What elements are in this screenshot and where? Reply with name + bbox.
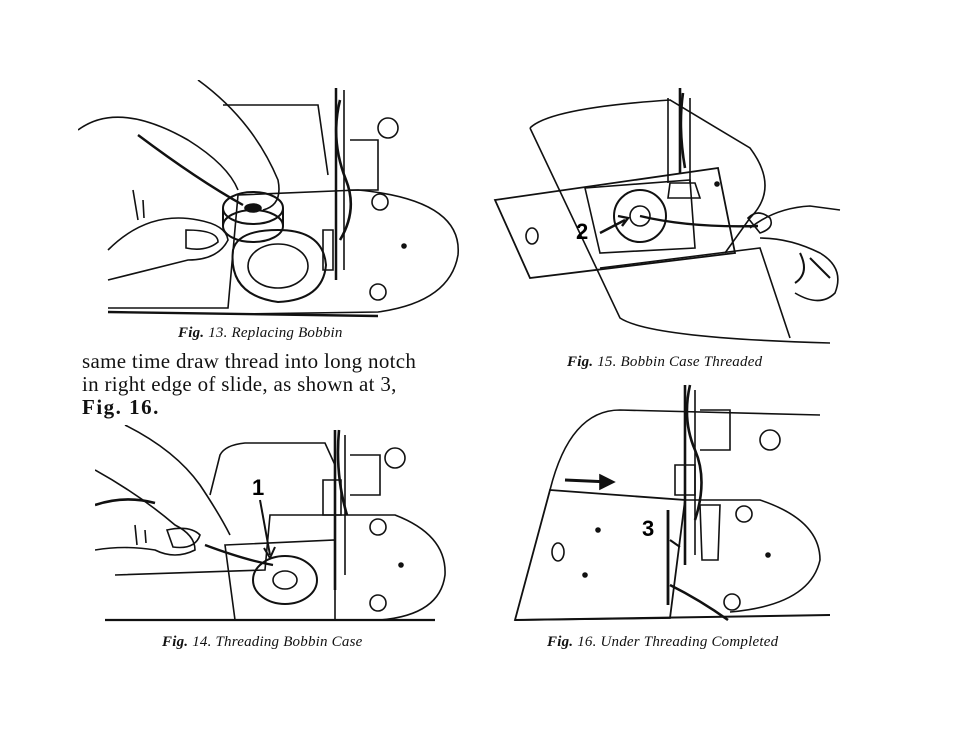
figure-16-callout: 3 <box>642 516 655 541</box>
figure-13-caption: Fig. 13. Replacing Bobbin <box>178 325 343 342</box>
figure-16-caption-prefix: Fig. <box>547 634 574 650</box>
figure-15-caption: Fig. 15. Bobbin Case Threaded <box>567 354 762 371</box>
figure-14-illustration <box>95 425 446 622</box>
figure-16-under-threading-completed <box>510 380 830 625</box>
figure-13-caption-title: Replacing Bobbin <box>231 325 343 341</box>
figure-15-callout: 2 <box>576 219 589 244</box>
instruction-line-3: Fig. 16. <box>82 395 160 419</box>
figure-13-caption-number: 13. <box>208 325 228 341</box>
figure-16-illustration <box>513 384 830 622</box>
figure-16-caption: Fig. 16. Under Threading Completed <box>547 634 778 651</box>
figure-16-caption-number: 16. <box>577 634 597 650</box>
figure-15-illustration <box>493 88 841 344</box>
instruction-line-2: in right edge of slide, as shown at 3, <box>82 372 397 396</box>
figure-13-caption-prefix: Fig. <box>178 325 205 341</box>
figure-14-callout: 1 <box>252 475 265 500</box>
instruction-line-1: same time draw thread into long notch <box>82 349 417 373</box>
figure-15-caption-number: 15. <box>597 354 617 370</box>
figure-14-caption: Fig. 14. Threading Bobbin Case <box>162 634 362 651</box>
figure-13-illustration <box>78 80 459 318</box>
figure-15-caption-prefix: Fig. <box>567 354 594 370</box>
figure-14-caption-prefix: Fig. <box>162 634 189 650</box>
figure-14-caption-number: 14. <box>192 634 212 650</box>
instruction-paragraph: same time draw thread into long notch in… <box>82 350 472 419</box>
figure-16-caption-title: Under Threading Completed <box>600 634 779 650</box>
figure-13-replacing-bobbin <box>78 80 473 320</box>
figure-15-bobbin-case-threaded <box>490 88 860 348</box>
figure-14-threading-bobbin-case <box>95 425 475 630</box>
figure-15-caption-title: Bobbin Case Threaded <box>620 354 763 370</box>
figure-14-caption-title: Threading Bobbin Case <box>215 634 363 650</box>
